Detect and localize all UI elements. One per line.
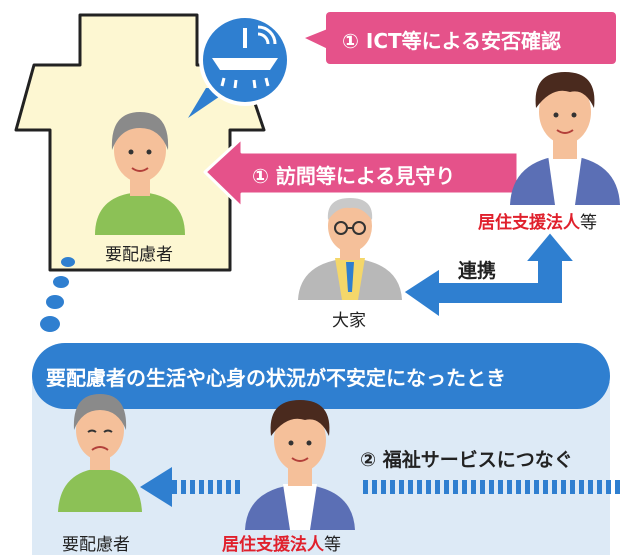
- renkei-label: 連携: [458, 260, 497, 282]
- dashed-arrow-left: [140, 467, 240, 507]
- support-worker-bottom-icon: [245, 400, 355, 530]
- renkei-arrow-shape: [401, 230, 578, 320]
- visit-arrow-shape: [203, 136, 520, 210]
- support-bottom-label: 居住支援法人等: [222, 530, 341, 555]
- thought-dots: [40, 257, 75, 332]
- landlord-label: 大家: [332, 311, 366, 331]
- welfare-label: ② 福祉サービスにつなぐ: [360, 449, 573, 471]
- banner-shape: [32, 343, 610, 409]
- banner-label: 要配慮者の生活や心身の状況が不安定になったとき: [46, 366, 506, 390]
- support-bottom-suffix: 等: [324, 535, 341, 555]
- support-top-label: 居住支援法人等: [478, 208, 597, 233]
- dashed-bar-right: [363, 480, 620, 494]
- support-top-red: 居住支援法人: [478, 213, 580, 233]
- ict-check-label: ① ICT等による安否確認: [342, 29, 562, 53]
- elder-top-label: 要配慮者: [105, 245, 173, 265]
- visit-watch-label: ① 訪問等による見守り: [252, 164, 456, 188]
- sensor-device-icon: [188, 14, 291, 118]
- support-worker-top-icon: [510, 72, 620, 205]
- elder-person-bottom-icon: [58, 394, 142, 512]
- support-top-suffix: 等: [580, 213, 597, 233]
- elder-bottom-label: 要配慮者: [62, 535, 130, 555]
- elder-person-icon: [95, 112, 185, 235]
- support-bottom-red: 居住支援法人: [222, 535, 324, 555]
- landlord-person-icon: [298, 198, 402, 300]
- ict-callout-shape: [305, 12, 616, 64]
